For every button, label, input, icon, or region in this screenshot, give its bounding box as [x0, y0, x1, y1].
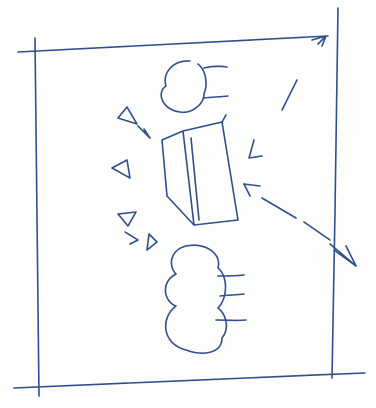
triangle-marker — [146, 233, 158, 251]
center-box-left-face — [161, 130, 195, 226]
lower-blob — [164, 244, 247, 354]
triangle-marker — [137, 125, 151, 139]
center-box — [161, 114, 239, 226]
center-box-edge — [190, 137, 200, 221]
arrow-top-right-corner — [317, 35, 327, 45]
arrow-to-box-upper — [248, 139, 263, 159]
arrow-to-box-lower — [243, 183, 251, 197]
upper-blob-tick — [203, 65, 228, 69]
lower-blob-tick — [217, 274, 245, 277]
triangle-marker — [111, 159, 131, 179]
arrow-long-shaft — [303, 221, 331, 241]
upper-blob-outline — [160, 60, 207, 114]
frame-bottom-line — [13, 372, 366, 389]
upper-blob — [160, 60, 229, 114]
frame-right-line — [331, 7, 339, 379]
lower-blob-tick — [219, 293, 245, 297]
pointing-arrows — [243, 35, 357, 267]
lower-blob-outline — [164, 244, 228, 354]
triangle-marker — [124, 231, 139, 245]
diagonal-stroke — [281, 79, 298, 111]
left-triangle-markers — [111, 106, 158, 251]
triangle-marker — [117, 106, 138, 125]
center-box-edge — [221, 114, 227, 123]
arrow-long-head — [329, 243, 357, 267]
triangle-marker — [117, 211, 137, 227]
frame-top-line — [17, 35, 329, 53]
frame-border — [13, 7, 366, 397]
frame-left-line — [34, 37, 40, 397]
center-box-front-face — [182, 121, 239, 226]
arrow-to-box-lower — [243, 183, 261, 187]
arrow-long-shaft — [261, 197, 297, 219]
upper-blob-tick — [203, 95, 229, 99]
